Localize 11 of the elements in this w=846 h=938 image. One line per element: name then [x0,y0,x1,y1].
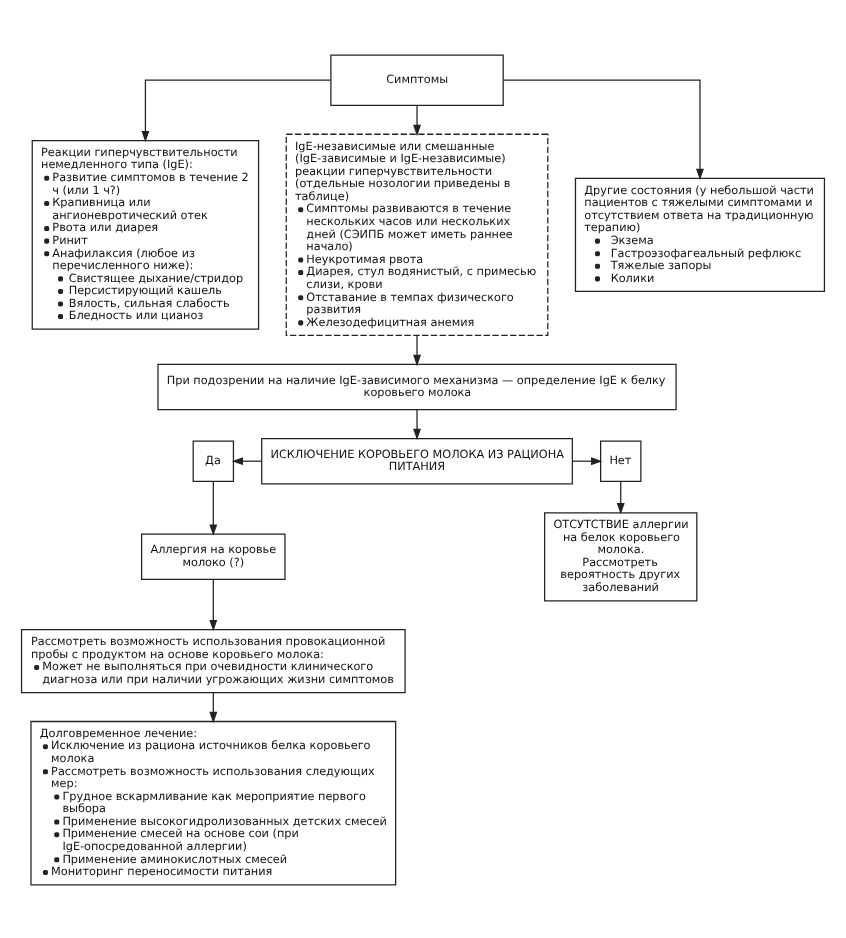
arrow [413,408,421,440]
arrow [502,78,704,180]
arrow [413,103,421,136]
arrow [231,456,263,465]
arrow [209,479,218,535]
arrow [209,577,218,631]
arrow [616,479,625,514]
arrow [209,691,218,723]
arrow [141,78,332,142]
arrow [571,456,603,465]
arrow [413,333,421,366]
